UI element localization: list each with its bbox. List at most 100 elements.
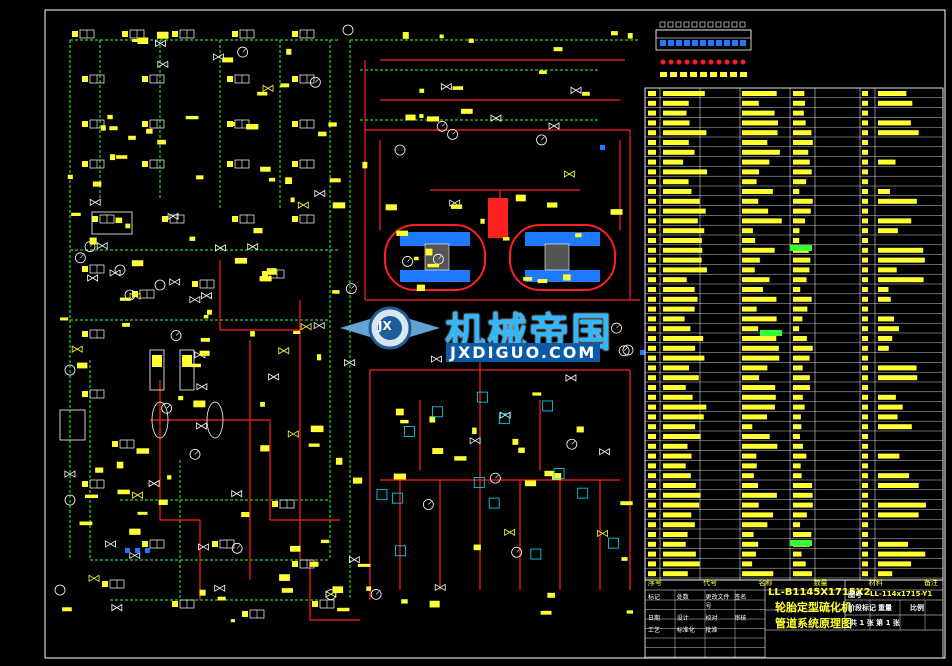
table-cell-mark <box>878 561 912 567</box>
yellow-label <box>259 276 272 282</box>
valve-tag <box>142 541 148 547</box>
table-cell-mark <box>742 316 777 322</box>
table-cell-mark <box>663 130 707 136</box>
legend-marker <box>708 40 714 46</box>
table-cell-mark <box>648 159 656 165</box>
table-cell-mark <box>793 277 807 283</box>
yellow-label <box>115 217 123 224</box>
valve-tag <box>142 161 148 167</box>
table-cell-mark <box>793 345 813 351</box>
legend-tag <box>740 72 747 77</box>
legend-marker <box>716 40 722 46</box>
valve-symbol <box>292 159 315 169</box>
table-cell-mark <box>862 424 868 430</box>
valve-symbol <box>82 119 105 129</box>
table-cell-mark <box>663 492 701 498</box>
yellow-label <box>320 539 329 544</box>
table-cell-mark <box>648 91 656 96</box>
table-cell-mark <box>742 91 777 96</box>
yellow-label <box>385 204 397 211</box>
vessel-left <box>384 224 486 291</box>
filter-symbol <box>403 426 415 437</box>
table-cell-mark <box>862 502 868 508</box>
gate-valve-symbol <box>430 355 442 363</box>
table-cell-mark <box>663 551 696 557</box>
yellow-label <box>413 256 419 261</box>
yellow-label <box>427 263 440 268</box>
heat-exchanger-symbol <box>91 211 133 235</box>
table-cell-mark <box>862 130 868 136</box>
table-cell-mark <box>878 296 891 302</box>
yellow-label <box>250 331 255 337</box>
gate-valve-symbol <box>105 540 116 548</box>
table-cell-mark <box>663 355 705 361</box>
legend-box <box>691 21 698 28</box>
valve-symbol <box>82 264 105 274</box>
table-cell-mark <box>742 365 768 371</box>
yellow-label <box>136 448 150 454</box>
legend-dot <box>708 59 714 65</box>
yellow-label <box>563 274 571 281</box>
table-cell-mark <box>862 473 868 479</box>
gauge-needle <box>571 441 576 445</box>
valve-tag <box>292 76 298 82</box>
table-cell-mark <box>878 512 919 518</box>
drawing-frame <box>44 9 946 659</box>
yellow-label <box>280 83 290 88</box>
table-cell-mark <box>663 306 695 312</box>
table-header: 序号 代号 名称 数量 材料 备注 <box>648 578 938 588</box>
gauge-needle <box>623 347 628 351</box>
yellow-label <box>246 123 259 130</box>
table-cell-mark <box>663 522 695 528</box>
legend-marker <box>668 40 674 46</box>
table-cell-mark <box>648 110 656 116</box>
table-cell-mark <box>742 492 777 498</box>
title-field: 更改文件号 <box>705 594 730 610</box>
gauge-needle <box>80 254 84 259</box>
gate-valve-symbol <box>155 39 166 48</box>
pressure-gauge-symbol <box>231 542 243 554</box>
table-cell-mark <box>793 355 810 361</box>
yellow-label <box>137 511 148 515</box>
table-cell-mark <box>742 404 775 410</box>
table-cell-mark <box>862 434 868 439</box>
yellow-label <box>60 317 69 321</box>
yellow-label <box>317 354 322 361</box>
table-header-col: 代号 <box>703 579 718 587</box>
yellow-label <box>217 596 226 601</box>
table-cell-mark <box>648 345 656 351</box>
table-cell-mark <box>742 453 757 459</box>
gate-valve-symbol <box>196 382 208 391</box>
table-cell-mark <box>878 424 912 430</box>
table-cell-mark <box>742 355 780 361</box>
valve-tag <box>102 581 108 587</box>
table-cell-mark <box>878 267 897 273</box>
title-field: 标记 <box>648 594 661 601</box>
gauge-needle <box>375 591 380 595</box>
valve-symbol <box>82 159 105 169</box>
yellow-label <box>79 521 93 526</box>
table-cell-mark <box>663 336 704 341</box>
table-cell-mark <box>742 189 773 194</box>
gate-valve-symbol <box>313 321 325 330</box>
table-cell-mark <box>742 473 754 479</box>
yellow-label <box>366 586 372 591</box>
yellow-label <box>285 177 292 184</box>
legend-box <box>699 21 706 28</box>
table-cell-mark <box>663 473 691 479</box>
blue-marker <box>145 548 150 553</box>
gate-valve-symbol <box>64 470 76 478</box>
gate-valve-symbol <box>157 60 169 69</box>
valve-symbol <box>172 599 195 609</box>
valve-tag <box>227 76 233 82</box>
table-cell-mark <box>862 365 868 371</box>
yellow-label <box>395 408 404 416</box>
table-cell-mark <box>648 169 656 175</box>
yellow-label <box>547 592 556 598</box>
yellow-label <box>89 237 97 245</box>
reference-circle <box>394 144 406 156</box>
table-highlight <box>790 540 812 546</box>
table-cell-mark <box>862 149 868 155</box>
yellow-label <box>293 330 301 334</box>
